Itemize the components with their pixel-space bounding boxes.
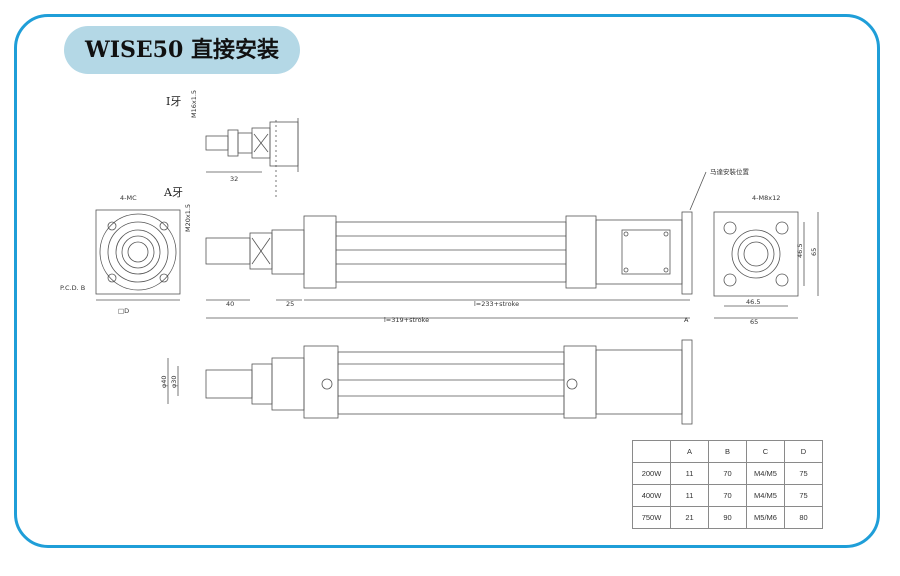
table-cell: 21 — [670, 506, 709, 529]
spec-header-cell: D — [784, 440, 823, 463]
dim-32: 32 — [230, 175, 238, 183]
spec-header-cell: B — [708, 440, 747, 463]
dim-phi40: φ40 — [160, 375, 168, 388]
front-flange-view: A牙 M20x1.5 4-MC P.C.D. B □D — [60, 186, 192, 315]
title-pill — [64, 26, 300, 74]
table-cell: 80 — [784, 506, 823, 529]
actuator-side-view: 40 25 l=233+stroke l=319+stroke A 马達安裝位置 — [205, 167, 750, 324]
dim-46-5-horizontal: 46.5 — [746, 298, 760, 306]
dim-l1: l=233+stroke — [474, 300, 519, 308]
table-cell: 70 — [708, 462, 747, 485]
table-cell: 11 — [670, 462, 709, 485]
spec-header-cell: C — [746, 440, 785, 463]
page-title: WISE50 直接安装 — [85, 37, 279, 63]
pcd-label: P.C.D. B — [60, 284, 85, 292]
dim-65-vertical: 65 — [810, 248, 818, 256]
dim-total: l=319+stroke — [384, 316, 429, 324]
table-cell: 70 — [708, 484, 747, 507]
table-cell: M4/M5 — [746, 462, 785, 485]
actuator-bottom-view: φ40 φ30 — [160, 339, 693, 425]
outer-frame — [14, 14, 880, 548]
table-row: 200W 11 70 M4/M5 75 — [632, 462, 823, 485]
table-cell: 90 — [708, 506, 747, 529]
spec-header-cell: A — [670, 440, 709, 463]
dim-40: 40 — [226, 300, 234, 308]
motor-mount-label: 马達安裝位置 — [710, 167, 750, 176]
table-cell: M4/M5 — [746, 484, 785, 507]
table-row: 750W 21 90 M5/M6 80 — [632, 506, 823, 529]
dim-a: A — [684, 316, 689, 324]
dim-phi30: φ30 — [170, 375, 178, 388]
rear-view: 4-M8x12 46.5 65 46.5 65 — [713, 194, 819, 326]
table-cell: 75 — [784, 462, 823, 485]
table-cell: 11 — [670, 484, 709, 507]
table-row: 400W 11 70 M4/M5 75 — [632, 484, 823, 507]
spec-header-cell — [632, 440, 671, 463]
table-cell: 200W — [632, 462, 671, 485]
dim-d: □D — [118, 307, 129, 315]
holes-m8: 4-M8x12 — [752, 194, 780, 202]
dim-65-horizontal: 65 — [750, 318, 758, 326]
thread-i-spec: M16x1.5 — [190, 90, 198, 118]
dim-46-5-vertical: 46.5 — [796, 244, 804, 258]
table-cell: 750W — [632, 506, 671, 529]
spec-table-header: A B C D — [632, 440, 823, 463]
thread-a-spec: M20x1.5 — [184, 204, 192, 232]
thread-i-label: I牙 — [166, 95, 181, 108]
table-cell: 75 — [784, 484, 823, 507]
spec-table: A B C D 200W 11 70 M4/M5 75 400W 11 70 M… — [632, 440, 823, 529]
holes-4-mc: 4-MC — [120, 194, 137, 202]
thread-i-detail: I牙 M16x1.5 32 — [166, 90, 299, 200]
table-cell: 400W — [632, 484, 671, 507]
table-cell: M5/M6 — [746, 506, 785, 529]
thread-a-label: A牙 — [163, 186, 183, 199]
dim-25: 25 — [286, 300, 294, 308]
